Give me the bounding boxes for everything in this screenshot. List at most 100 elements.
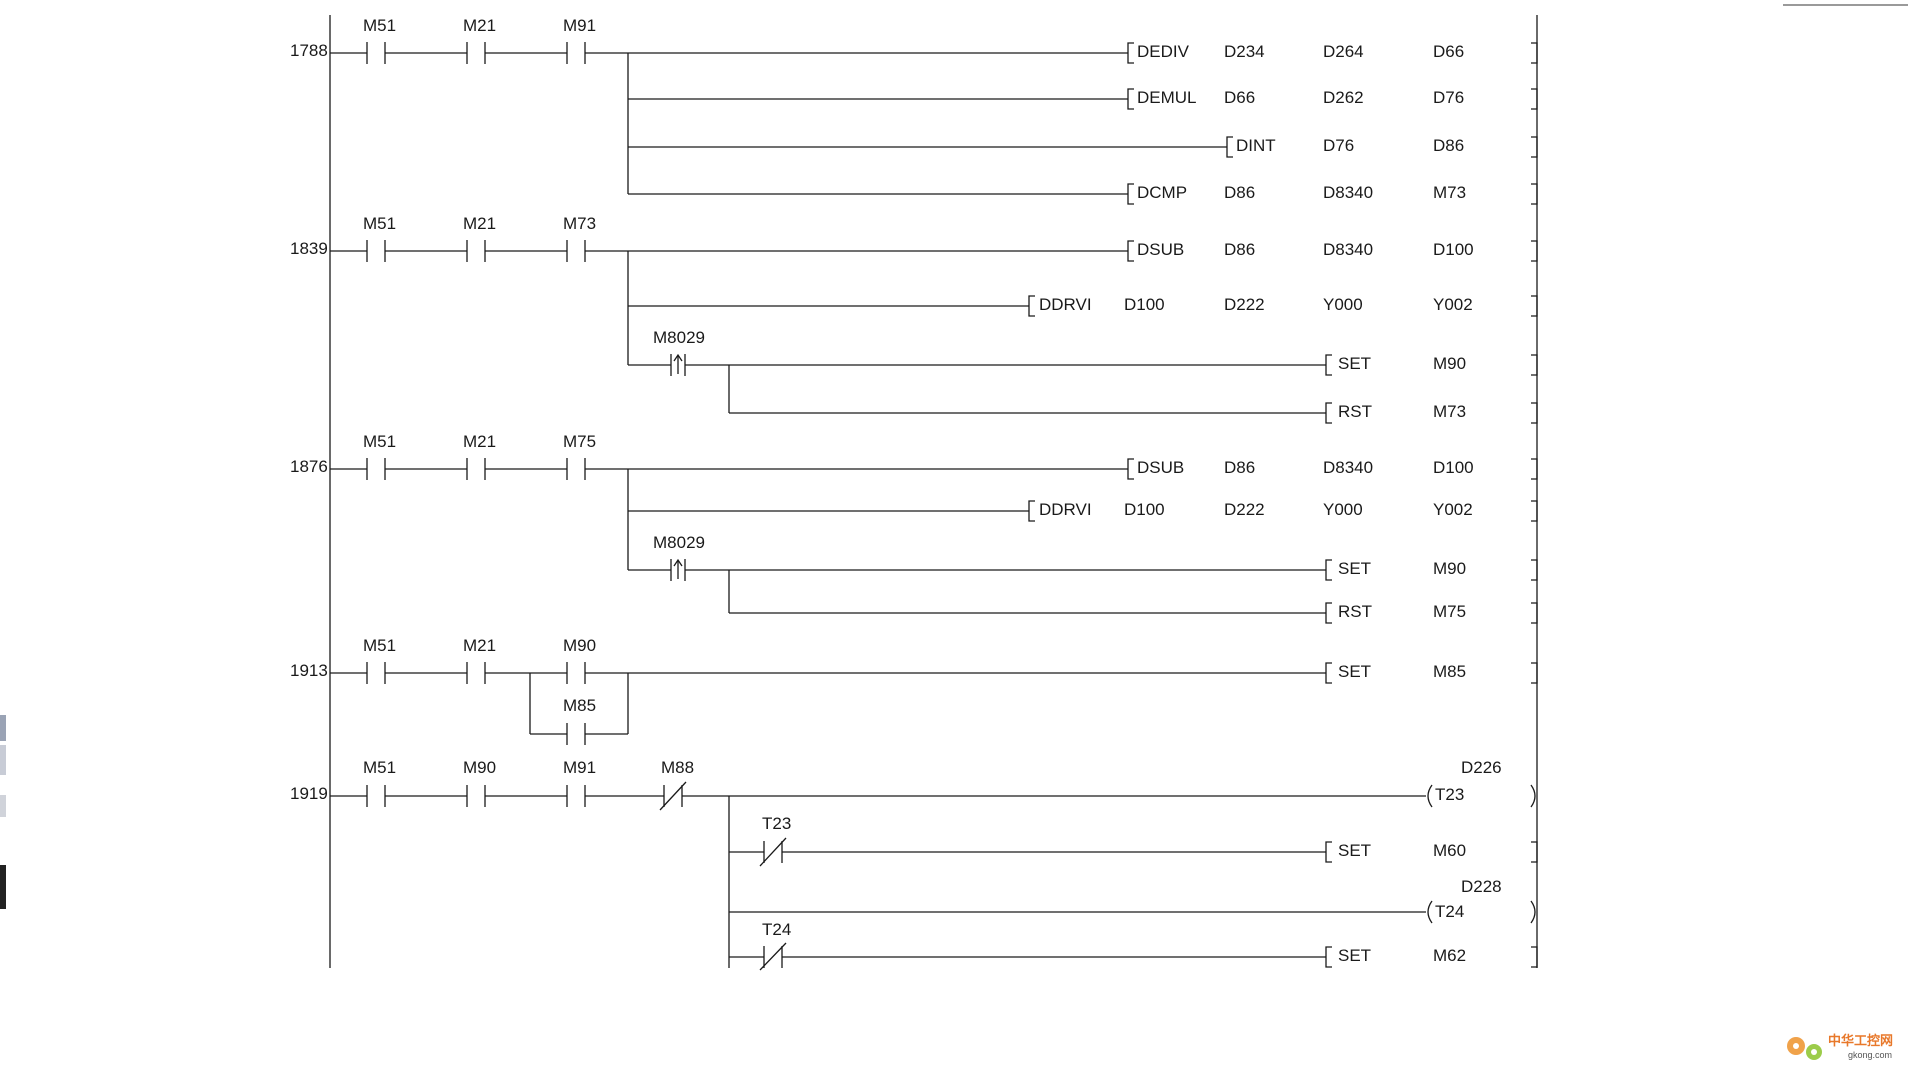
svg-text:M73: M73 (1433, 183, 1466, 202)
svg-text:D8340: D8340 (1323, 240, 1373, 259)
instruction-box: DSUB D86 D8340 D100 (1127, 240, 1538, 262)
svg-text:D76: D76 (1323, 136, 1354, 155)
gear-icon (1787, 1037, 1822, 1060)
svg-text:T23: T23 (1435, 785, 1464, 804)
svg-text:SET: SET (1338, 946, 1371, 965)
step-number: 1876 (290, 457, 328, 476)
svg-text:M90: M90 (1433, 559, 1466, 578)
contact-no: M51 (363, 16, 396, 64)
svg-text:D228: D228 (1461, 877, 1502, 896)
svg-text:M51: M51 (363, 758, 396, 777)
instruction-box: SET M90 (1325, 559, 1538, 581)
svg-text:D66: D66 (1224, 88, 1255, 107)
step-number: 1788 (290, 41, 328, 60)
svg-text:M62: M62 (1433, 946, 1466, 965)
svg-text:Y002: Y002 (1433, 500, 1473, 519)
svg-text:M8029: M8029 (653, 533, 705, 552)
svg-text:M60: M60 (1433, 841, 1466, 860)
svg-text:Y000: Y000 (1323, 295, 1363, 314)
contact-no: M85 (563, 696, 596, 745)
contact-label: M21 (463, 16, 496, 35)
svg-text:D100: D100 (1433, 458, 1474, 477)
svg-text:D8340: D8340 (1323, 458, 1373, 477)
svg-text:D264: D264 (1323, 42, 1364, 61)
svg-text:Y002: Y002 (1433, 295, 1473, 314)
rung-1876: 1876 M51 M21 M75 DSUB D86 D8340 D100 (290, 432, 1538, 624)
svg-text:M90: M90 (1433, 354, 1466, 373)
svg-text:Y000: Y000 (1323, 500, 1363, 519)
svg-text:D262: D262 (1323, 88, 1364, 107)
instruction-box: RST M75 (1325, 602, 1538, 624)
contact-no: M21 (463, 16, 496, 64)
svg-text:DSUB: DSUB (1137, 240, 1184, 259)
svg-text:D66: D66 (1433, 42, 1464, 61)
contact-pulse: M8029 (653, 533, 705, 581)
svg-text:D86: D86 (1433, 136, 1464, 155)
svg-text:DEDIV: DEDIV (1137, 42, 1190, 61)
svg-text:SET: SET (1338, 354, 1371, 373)
instruction-box: DDRVI D100 D222 Y000 Y002 (1028, 500, 1538, 522)
watermark-logo: 中华工控网 gkong.com (1778, 1022, 1913, 1072)
contact-no: M91 (563, 16, 596, 64)
svg-text:D100: D100 (1124, 500, 1165, 519)
svg-text:D234: D234 (1224, 42, 1265, 61)
contact-no: M21 (463, 432, 496, 480)
svg-text:M8029: M8029 (653, 328, 705, 347)
svg-text:M90: M90 (563, 636, 596, 655)
step-number: 1913 (290, 661, 328, 680)
step-number: 1919 (290, 784, 328, 803)
contact-no: M90 (463, 758, 496, 807)
svg-text:D100: D100 (1124, 295, 1165, 314)
instruction-box: DSUB D86 D8340 D100 (1127, 458, 1538, 480)
svg-text:T23: T23 (762, 814, 791, 833)
timer-coil: T24 D228 (1427, 877, 1536, 924)
svg-text:RST: RST (1338, 402, 1372, 421)
svg-text:M73: M73 (1433, 402, 1466, 421)
svg-text:M85: M85 (563, 696, 596, 715)
timer-coil: T23 D226 (1427, 758, 1536, 808)
contact-pulse: M8029 (653, 328, 705, 376)
svg-text:DCMP: DCMP (1137, 183, 1187, 202)
window-edge-fragment (0, 715, 6, 909)
contact-no: M51 (363, 758, 396, 807)
instruction-box: SET M85 (1325, 662, 1538, 684)
svg-text:D8340: D8340 (1323, 183, 1373, 202)
contact-nc: T23 (759, 814, 791, 867)
contact-no: M51 (363, 214, 396, 262)
svg-text:M51: M51 (363, 432, 396, 451)
svg-text:M51: M51 (363, 636, 396, 655)
svg-text:D100: D100 (1433, 240, 1474, 259)
contact-nc: T24 (759, 920, 791, 971)
instruction-box: DCMP D86 D8340 M73 (1127, 183, 1538, 205)
svg-text:D86: D86 (1224, 183, 1255, 202)
contact-no: M75 (563, 432, 596, 480)
rung-1788: 1788 M51 M21 M91 DEDIV D234 D264 D66 (290, 16, 1538, 205)
svg-text:DDRVI: DDRVI (1039, 500, 1092, 519)
svg-text:T24: T24 (762, 920, 791, 939)
svg-text:M21: M21 (463, 432, 496, 451)
contact-no: M73 (563, 214, 596, 262)
svg-text:DSUB: DSUB (1137, 458, 1184, 477)
instruction-box: SET M60 (1325, 841, 1538, 863)
svg-text:M88: M88 (661, 758, 694, 777)
rung-1919: 1919 M51 M90 M91 M88 T23 D226 (290, 758, 1538, 971)
contact-no: M21 (463, 214, 496, 262)
contact-nc: M88 (659, 758, 694, 811)
svg-text:RST: RST (1338, 602, 1372, 621)
scroll-indicator (1783, 0, 1908, 6)
svg-text:D226: D226 (1461, 758, 1502, 777)
svg-text:D86: D86 (1224, 458, 1255, 477)
svg-text:SET: SET (1338, 662, 1371, 681)
instruction-box: SET M62 (1325, 946, 1538, 968)
svg-text:M75: M75 (1433, 602, 1466, 621)
contact-label: M51 (363, 16, 396, 35)
svg-text:M51: M51 (363, 214, 396, 233)
svg-text:DDRVI: DDRVI (1039, 295, 1092, 314)
watermark-text: 中华工控网 (1828, 1033, 1894, 1048)
svg-text:M85: M85 (1433, 662, 1466, 681)
instruction-box: DINT D76 D86 (1226, 136, 1538, 158)
svg-text:M75: M75 (563, 432, 596, 451)
instruction-box: DEMUL D66 D262 D76 (1127, 88, 1538, 110)
svg-text:M91: M91 (563, 758, 596, 777)
